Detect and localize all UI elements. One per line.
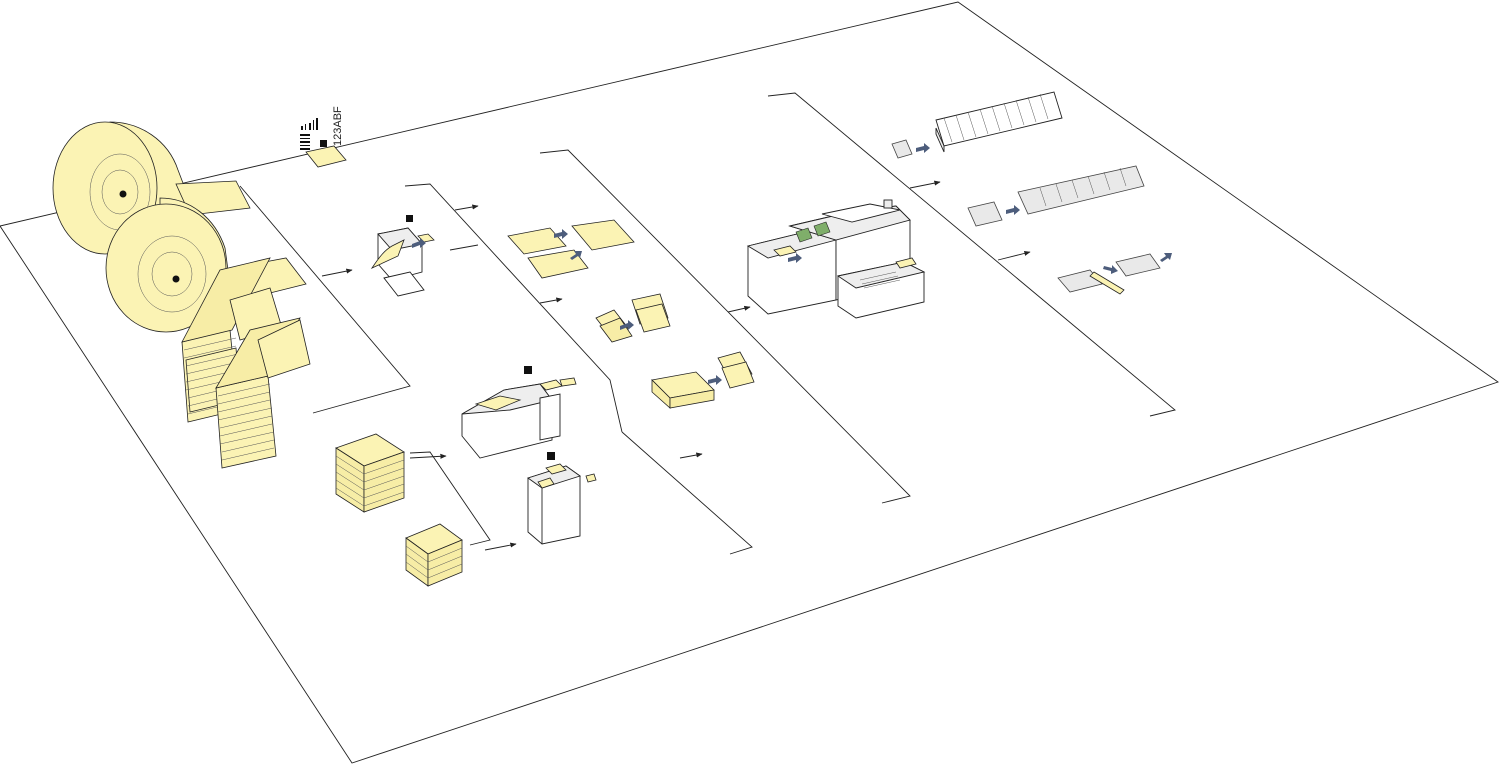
printer-icon [370, 215, 435, 297]
inserter-icon [746, 199, 926, 319]
folder-icon [651, 351, 755, 409]
cutter-icon [527, 452, 597, 545]
envelope-icon [1057, 253, 1172, 295]
zone-inserting [767, 92, 1176, 417]
barcode-icon: 123ABF [300, 106, 347, 168]
zone-printing [409, 149, 911, 555]
cut-sheet-stack-icon [335, 433, 405, 513]
printer-icon [461, 366, 577, 459]
folder-icon [595, 293, 671, 343]
cut-sheet-stack-icon [405, 523, 463, 587]
barcode-label: 123ABF [332, 106, 344, 146]
envelope-tray-icon [967, 165, 1145, 227]
envelope-tray-icon [891, 91, 1063, 159]
zone-input [239, 183, 623, 433]
flow-connectors [321, 180, 1031, 551]
fanfold-stack-icon [215, 317, 311, 469]
folder-icon [507, 219, 635, 279]
